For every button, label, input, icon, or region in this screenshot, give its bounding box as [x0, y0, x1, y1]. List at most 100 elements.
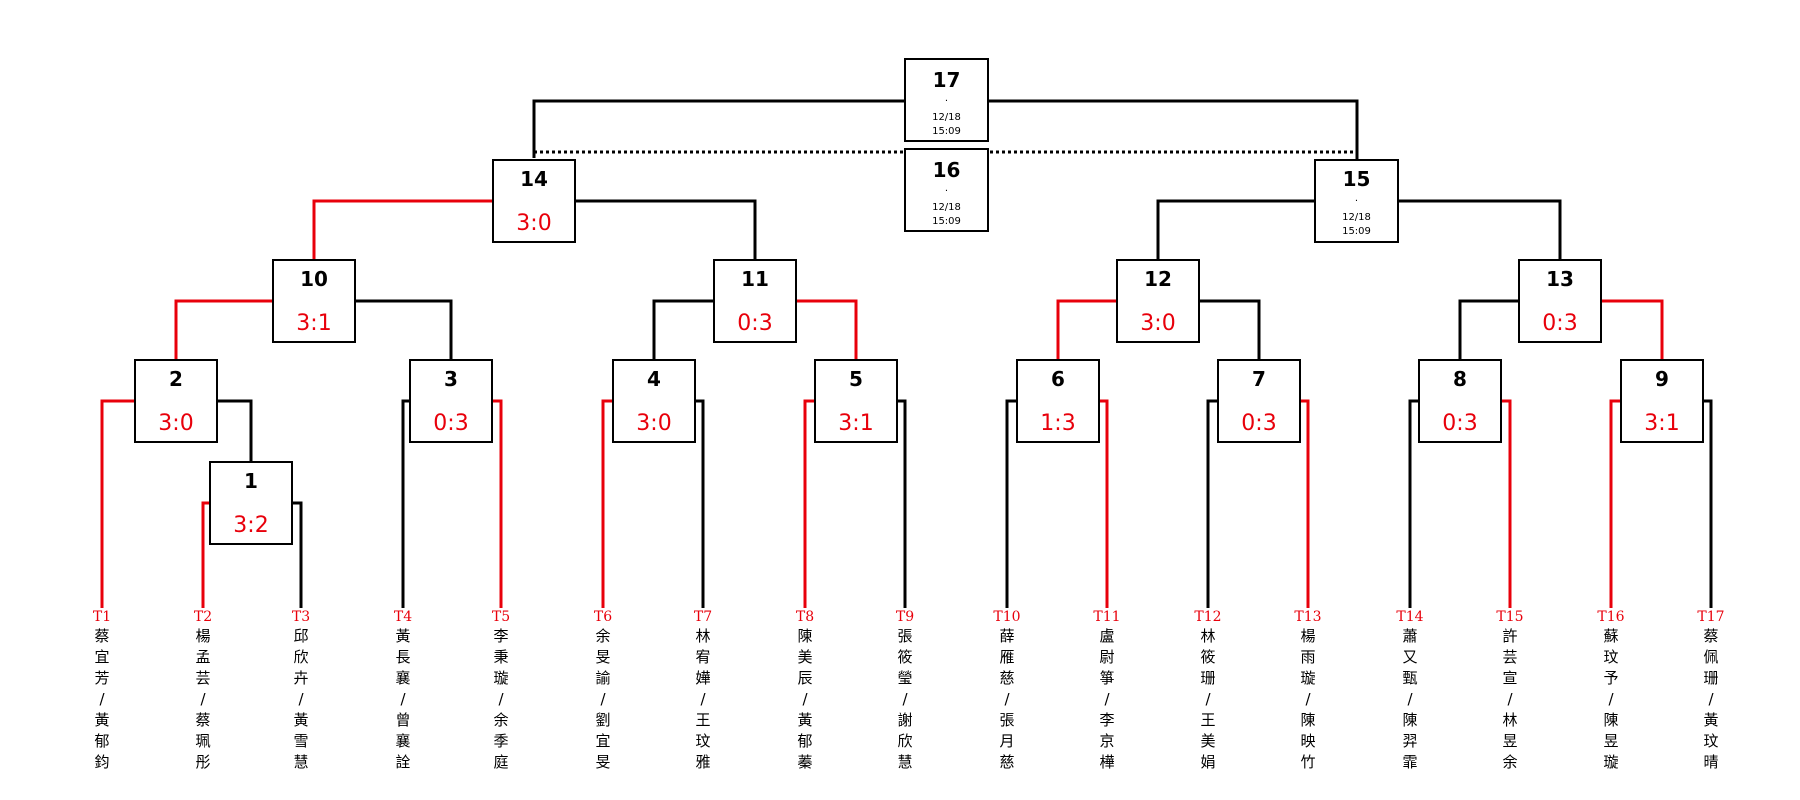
match-score: 3:2: [233, 513, 268, 538]
team-tag: T17: [1697, 609, 1724, 625]
match-box-6[interactable]: 6 1:3: [1016, 359, 1100, 443]
match-box-15[interactable]: 15 · 12/18 15:09: [1314, 159, 1399, 243]
match-time: 15:09: [932, 126, 961, 137]
team-names: 蔡宜芳/黃郁鈞: [94, 627, 109, 771]
match-dot: ·: [1355, 196, 1358, 207]
team-tag: T6: [594, 609, 612, 625]
team-tag: T11: [1093, 609, 1120, 625]
match-number: 6: [1051, 367, 1065, 391]
match-number: 13: [1546, 267, 1574, 291]
match-score: 0:3: [1442, 411, 1477, 436]
team-t1: T1 蔡宜芳/黃郁鈞: [93, 609, 111, 771]
match-box-3[interactable]: 3 0:3: [409, 359, 493, 443]
team-names: 蘇玟予/陳昱璇: [1603, 627, 1618, 771]
connector-3-left: [401, 399, 410, 608]
team-tag: T5: [492, 609, 510, 625]
team-tag: T4: [394, 609, 412, 625]
match-time: 15:09: [1342, 226, 1371, 237]
connector-17-right: [988, 99, 1359, 160]
match-box-17[interactable]: 17 · 12/18 15:09: [904, 58, 989, 142]
match-date: 12/18: [932, 112, 961, 123]
team-names: 許芸宣/林昱余: [1502, 627, 1517, 771]
match-box-10[interactable]: 10 3:1: [272, 259, 356, 343]
team-names: 林筱珊/王美娟: [1200, 627, 1215, 771]
match-box-7[interactable]: 7 0:3: [1217, 359, 1301, 443]
match-box-9[interactable]: 9 3:1: [1620, 359, 1704, 443]
team-names: 黃長襄/曾襄詮: [395, 627, 410, 771]
team-names: 林宥嬅/王玟雅: [695, 627, 710, 771]
connector-4-left: [601, 399, 613, 608]
team-names: 李秉璇/余季庭: [493, 627, 508, 771]
team-t13: T13 楊雨璇/陳映竹: [1294, 609, 1321, 771]
connector-8-right: [1501, 399, 1512, 608]
match-score: 3:0: [158, 411, 193, 436]
match-date: 12/18: [932, 202, 961, 213]
team-t6: T6 余旻諭/劉宜旻: [594, 609, 612, 771]
match-number: 12: [1144, 267, 1172, 291]
team-tag: T13: [1294, 609, 1321, 625]
connector-12-right: [1199, 299, 1261, 360]
match-box-4[interactable]: 4 3:0: [612, 359, 696, 443]
match-box-frame: [1518, 259, 1602, 343]
team-t12: T12 林筱珊/王美娟: [1194, 609, 1221, 771]
team-t7: T7 林宥嬅/王玟雅: [694, 609, 712, 771]
connector-2-left: [100, 399, 135, 608]
match-number: 16: [933, 158, 961, 182]
match-box-11[interactable]: 11 0:3: [713, 259, 797, 343]
team-tag: T14: [1396, 609, 1423, 625]
match-box-16[interactable]: 16 · 12/18 15:09: [904, 148, 989, 232]
connector-10-right: [355, 299, 453, 360]
match-box-frame: [209, 461, 293, 545]
team-tag: T1: [93, 609, 111, 625]
match-box-2[interactable]: 2 3:0: [134, 359, 218, 443]
connector-5-right: [897, 399, 907, 608]
match-score: 0:3: [433, 411, 468, 436]
team-t5: T5 李秉璇/余季庭: [492, 609, 510, 771]
team-tag: T3: [292, 609, 310, 625]
team-tag: T7: [694, 609, 712, 625]
connector-3-right: [492, 399, 503, 608]
connector-1-left: [201, 501, 210, 608]
connector-1-right: [292, 501, 303, 608]
match-box-8[interactable]: 8 0:3: [1418, 359, 1502, 443]
connector-17-left: [532, 99, 905, 158]
match-box-13[interactable]: 13 0:3: [1518, 259, 1602, 343]
team-names: 蔡佩珊/黃玟晴: [1703, 627, 1718, 771]
match-number: 11: [741, 267, 769, 291]
team-names: 薛雁慈/張月慈: [999, 627, 1014, 771]
match-box-5[interactable]: 5 3:1: [814, 359, 898, 443]
match-box-frame: [904, 58, 989, 142]
connector-11-left: [652, 299, 714, 360]
connector-13-left: [1458, 299, 1519, 360]
match-dot: ·: [945, 96, 948, 107]
match-box-frame: [492, 159, 576, 243]
team-names: 邱欣卉/黃雪慧: [293, 627, 308, 771]
match-box-frame: [1116, 259, 1200, 343]
match-number: 7: [1252, 367, 1266, 391]
match-number: 9: [1655, 367, 1669, 391]
connector-14-left: [312, 199, 493, 262]
match-score: 3:0: [1140, 311, 1175, 336]
team-tag: T12: [1194, 609, 1221, 625]
match-score: 0:3: [1241, 411, 1276, 436]
connector-8-left: [1408, 399, 1419, 608]
team-names: 楊雨璇/陳映竹: [1300, 627, 1315, 771]
match-box-frame: [409, 359, 493, 443]
team-names: 余旻諭/劉宜旻: [595, 627, 610, 771]
match-box-14[interactable]: 14 3:0: [492, 159, 576, 243]
match-number: 2: [169, 367, 183, 391]
connector-15-right: [1398, 199, 1562, 262]
team-tag: T8: [796, 609, 814, 625]
match-score: 3:1: [1644, 411, 1679, 436]
match-score: 3:1: [296, 311, 331, 336]
match-box-12[interactable]: 12 3:0: [1116, 259, 1200, 343]
match-box-1[interactable]: 1 3:2: [209, 461, 293, 545]
team-tag: T2: [194, 609, 212, 625]
